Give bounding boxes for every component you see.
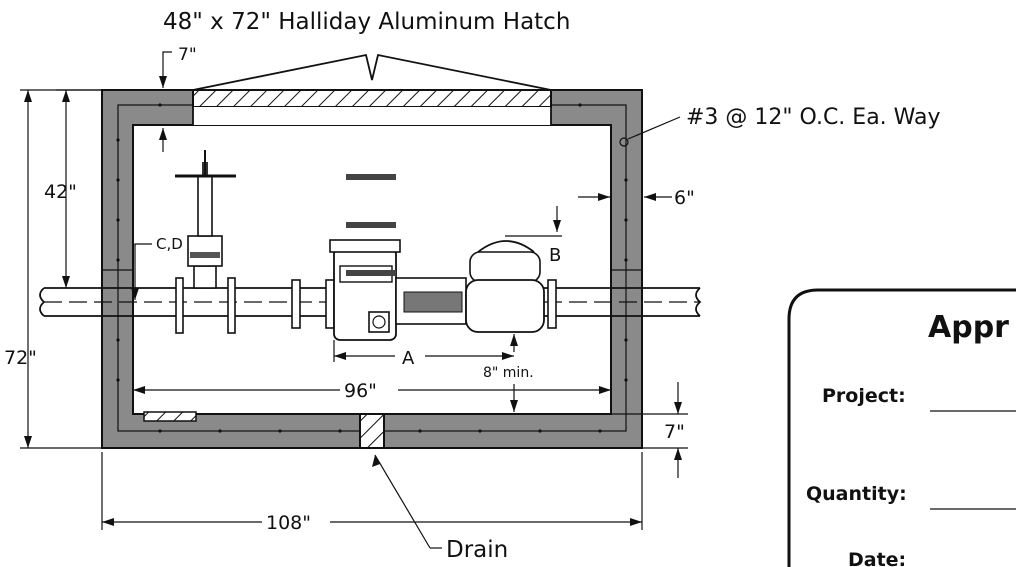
approval-title: Appr xyxy=(928,310,1009,345)
floor-grate xyxy=(143,411,197,422)
dimension-96 xyxy=(133,386,611,394)
dim-7-top-label: 7" xyxy=(178,45,197,65)
project-label: Project: xyxy=(822,385,906,407)
dimension-cd xyxy=(131,243,152,300)
drain-label: Drain xyxy=(446,537,508,563)
dim-108-label: 108" xyxy=(266,512,311,534)
dimension-108 xyxy=(101,452,643,530)
dimension-7-top xyxy=(159,51,172,152)
gate-valve xyxy=(175,150,236,334)
quantity-label: Quantity: xyxy=(806,483,907,505)
dim-72-label: 72" xyxy=(4,347,37,369)
rebar-label: #3 @ 12" O.C. Ea. Way xyxy=(686,105,941,130)
test-port-mark xyxy=(346,222,396,228)
hatch-title: 48" x 72" Halliday Aluminum Hatch xyxy=(163,9,570,35)
dim-6-label: 6" xyxy=(674,187,695,209)
dim-7-bottom-label: 7" xyxy=(664,421,685,443)
rebar-leader xyxy=(619,116,681,147)
dimension-72 xyxy=(20,89,102,449)
test-port-mark xyxy=(346,270,396,276)
dim-8-min-label: 8" min. xyxy=(483,365,534,381)
aluminum-hatch xyxy=(192,53,552,125)
backflow-assembly xyxy=(291,174,557,341)
dimension-b xyxy=(505,206,562,237)
dim-42-label: 42" xyxy=(44,181,77,203)
label-cd: C,D xyxy=(156,235,183,253)
dimension-a xyxy=(333,340,514,362)
dimension-8-min xyxy=(510,334,518,412)
label-b: B xyxy=(549,245,561,266)
date-label: Date: xyxy=(848,549,906,567)
dimension-6 xyxy=(578,193,672,201)
label-a: A xyxy=(402,348,415,369)
test-port-mark xyxy=(346,174,396,180)
dimension-7-bottom xyxy=(611,382,688,478)
dim-96-label: 96" xyxy=(344,380,377,402)
vault-walls xyxy=(101,89,643,449)
drain xyxy=(359,413,442,549)
approval-box xyxy=(787,288,1016,567)
